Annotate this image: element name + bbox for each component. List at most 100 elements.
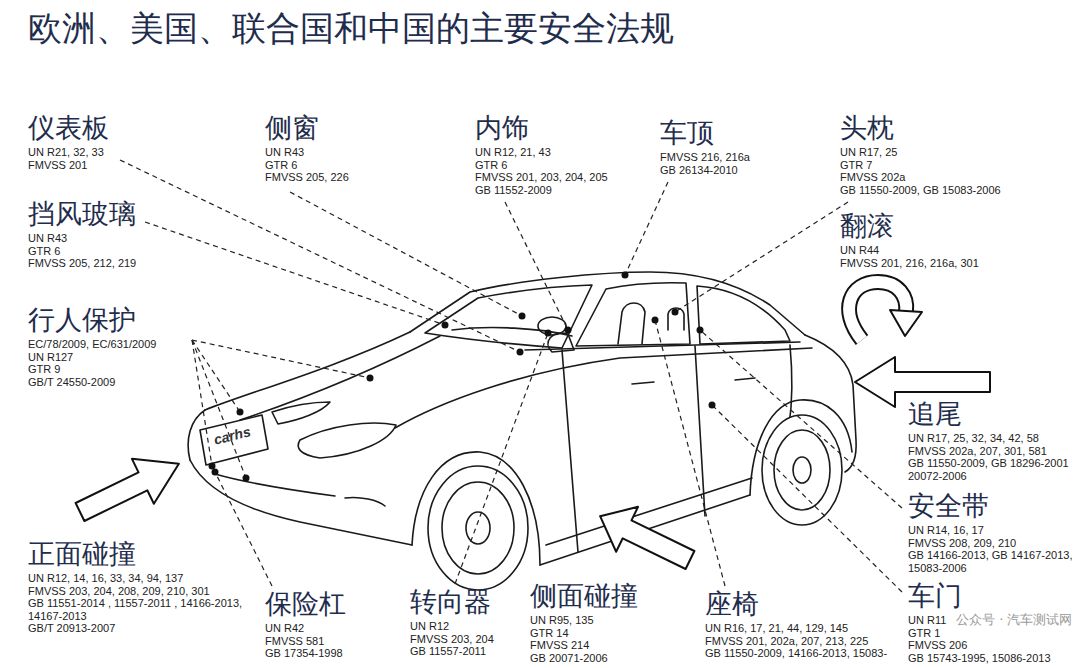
headlight bbox=[272, 402, 330, 424]
regulation-code: UN R127 bbox=[28, 351, 73, 364]
category-heading: 车门 bbox=[908, 580, 962, 612]
regulation-code: UN R21, 32, 33 bbox=[28, 146, 104, 159]
leader-dot bbox=[237, 409, 244, 416]
regulation-code: GB/T 24550-2009 bbox=[28, 376, 115, 389]
regulation-code: UN R12, 14, 16, 33, 34, 94, 137 bbox=[28, 572, 183, 585]
leader-dot bbox=[212, 469, 219, 476]
leader-line bbox=[145, 222, 445, 325]
regulation-code: GB 11552-2009 bbox=[475, 184, 552, 197]
leader-line bbox=[192, 340, 370, 378]
regulation-code: FMVSS 208, 209, 210 bbox=[908, 537, 1016, 550]
rollover-arrow-head bbox=[890, 310, 922, 336]
regulation-code: FMVSS 201, 202a, 207, 213, 225 bbox=[705, 635, 868, 648]
rear-tyre bbox=[762, 415, 842, 525]
leader-line bbox=[505, 202, 568, 330]
rear-door-window bbox=[697, 286, 790, 344]
regulation-code: GB 17354-1998 bbox=[265, 647, 343, 660]
category-heading: 侧窗 bbox=[265, 112, 319, 144]
regulation-code: GB 14166-2013, GB 14167-2013, bbox=[908, 549, 1073, 562]
hood-edge bbox=[205, 332, 410, 410]
hood-crease bbox=[240, 336, 440, 420]
nose-line bbox=[188, 410, 205, 460]
shoulder-line bbox=[395, 348, 812, 428]
category-heading: 侧面碰撞 bbox=[530, 580, 638, 612]
leader-line bbox=[675, 202, 848, 312]
regulation-code: FMVSS 581 bbox=[265, 635, 324, 648]
b-pillar-edge bbox=[695, 346, 705, 516]
regulation-code: FMVSS 203, 204 bbox=[410, 633, 494, 646]
regulation-code: FMVSS 216, 216a bbox=[660, 151, 750, 164]
leader-dot bbox=[697, 327, 704, 334]
lower-grille bbox=[215, 474, 335, 496]
regulation-code: GTR 1 bbox=[908, 627, 940, 640]
leader-dot bbox=[652, 317, 659, 324]
regulation-code: UN R14, 16, 17 bbox=[908, 524, 984, 537]
category-heading: 行人保护 bbox=[28, 304, 136, 336]
front-tyre bbox=[428, 466, 528, 590]
steering-wheel bbox=[538, 317, 566, 335]
leader-line bbox=[700, 330, 902, 508]
category-heading: 头枕 bbox=[840, 112, 894, 144]
regulation-code: GTR 9 bbox=[28, 363, 60, 376]
category-heading: 车顶 bbox=[660, 117, 714, 149]
regulation-code: FMVSS 201, 216, 216a, 301 bbox=[840, 257, 979, 270]
regulation-code: GB/T 20913-2007 bbox=[28, 622, 115, 635]
regulation-code: UN R17, 25 bbox=[840, 146, 897, 159]
leader-dot bbox=[545, 330, 552, 337]
leader-line bbox=[215, 472, 272, 586]
regulation-code: GB 26134-2010 bbox=[660, 164, 738, 177]
front-door-window bbox=[576, 283, 690, 346]
category-heading: 仪表板 bbox=[28, 112, 109, 144]
leader-line bbox=[192, 340, 212, 466]
regulation-code: GB 11550-2009, GB 15083-2006 bbox=[840, 184, 1001, 197]
regulation-code: GB 20071-2006 bbox=[530, 652, 608, 665]
category-heading: 转向器 bbox=[410, 586, 491, 618]
side-impact-arrow bbox=[589, 494, 701, 583]
regulation-code: UN R11 bbox=[908, 614, 946, 627]
category-heading: 座椅 bbox=[705, 588, 759, 620]
regulation-code: FMVSS 202a bbox=[840, 171, 905, 184]
category-heading: 翻滚 bbox=[840, 210, 894, 242]
category-heading: 内饰 bbox=[475, 112, 529, 144]
leader-dot bbox=[517, 349, 524, 356]
leader-dot bbox=[442, 322, 449, 329]
front-door-edge bbox=[562, 350, 578, 552]
door-handle bbox=[735, 378, 755, 380]
leader-dot bbox=[519, 313, 526, 320]
category-heading: 保险杠 bbox=[265, 588, 346, 620]
leader-dot bbox=[243, 475, 250, 482]
regulation-code: FMVSS 203, 204, 208, 209, 210, 301 bbox=[28, 585, 210, 598]
leader-line bbox=[625, 182, 668, 275]
leader-dot bbox=[709, 402, 716, 409]
regulation-code: FMVSS 214 bbox=[530, 639, 589, 652]
leader-dot bbox=[622, 272, 629, 279]
regulation-code: GTR 14 bbox=[530, 627, 569, 640]
front-hub bbox=[466, 512, 490, 544]
category-heading: 挡风玻璃 bbox=[28, 198, 136, 230]
regulation-code: GB 11550-2009, 14166-2013, 15083- bbox=[705, 647, 887, 660]
leader-dot bbox=[209, 463, 216, 470]
regulation-code: UN R95, 135 bbox=[530, 614, 594, 627]
regulation-code: UN R44 bbox=[840, 244, 879, 257]
regulation-code: UN R17, 25, 32, 34, 42, 58 bbox=[908, 432, 1039, 445]
windshield bbox=[425, 285, 592, 348]
leader-line bbox=[712, 405, 902, 592]
fog-lamp bbox=[345, 497, 385, 506]
leader-dot bbox=[672, 309, 679, 316]
front-bumper bbox=[190, 460, 412, 545]
regulation-code: UN R12, 21, 43 bbox=[475, 146, 551, 159]
category-heading: 正面碰撞 bbox=[28, 538, 136, 570]
regulation-code: FMVSS 206 bbox=[908, 639, 967, 652]
category-heading: 安全带 bbox=[908, 490, 989, 522]
front-rim bbox=[442, 482, 514, 574]
door-handle bbox=[632, 382, 654, 384]
regulation-code: UN R16, 17, 21, 44, 129, 145 bbox=[705, 622, 848, 635]
leader-line bbox=[290, 192, 522, 316]
headlight bbox=[298, 423, 396, 458]
regulation-code: UN R43 bbox=[28, 232, 67, 245]
regulation-code: UN R42 bbox=[265, 622, 304, 635]
regulation-code: FMVSS 202a, 207, 301, 581 bbox=[908, 445, 1047, 458]
rear-hub bbox=[793, 457, 811, 483]
regulation-code: FMVSS 201, 203, 204, 205 bbox=[475, 171, 608, 184]
leader-line bbox=[120, 160, 520, 352]
